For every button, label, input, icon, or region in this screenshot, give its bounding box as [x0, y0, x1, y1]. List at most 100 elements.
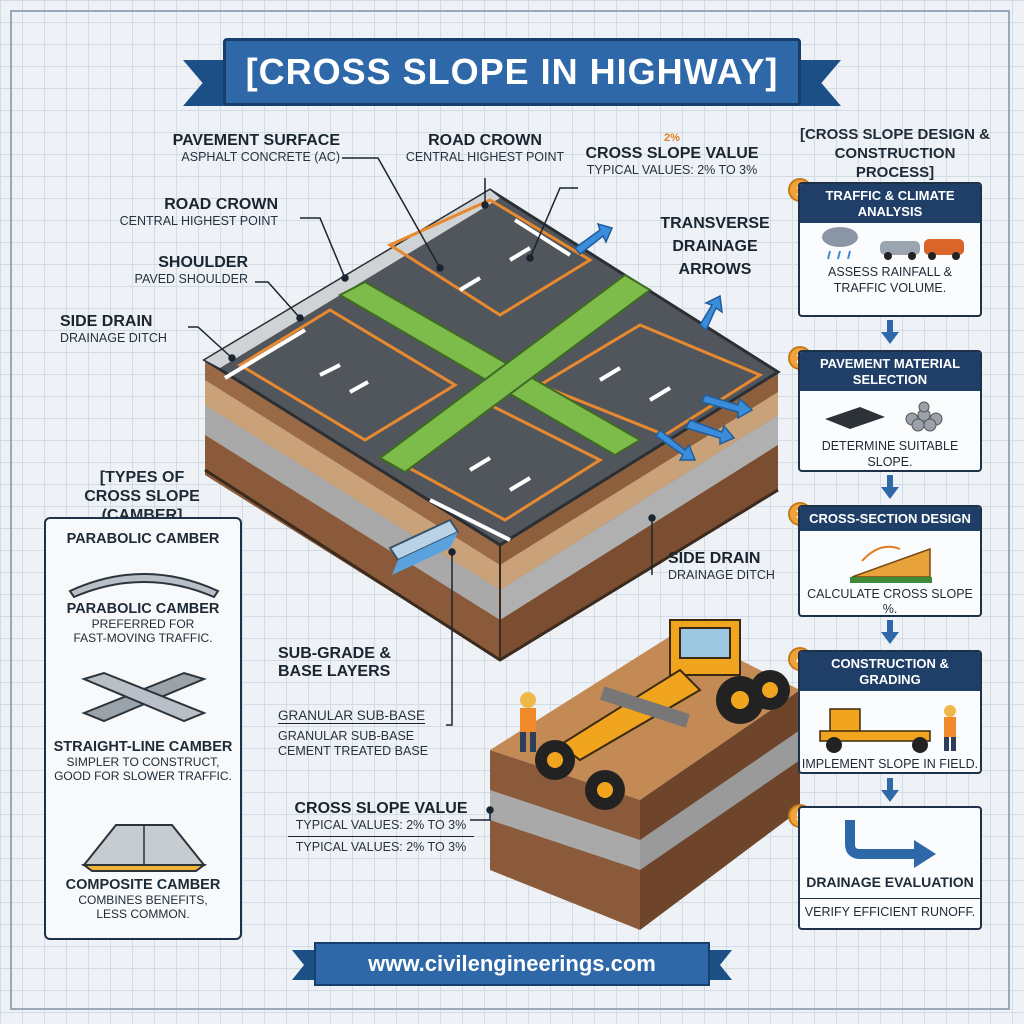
callout-heading: SIDE DRAIN: [60, 313, 153, 330]
slope-badge: 2%: [664, 132, 680, 144]
step-text: ASSESS RAINFALL &: [828, 265, 952, 280]
side-drain-pipe: [388, 518, 460, 575]
camber-sub: GOOD FOR SLOWER TRAFFIC.: [54, 769, 232, 784]
callout-sub: PAVED SHOULDER: [134, 272, 248, 287]
parabolic-camber-icon: [68, 573, 220, 599]
down-arrow-icon: [881, 620, 899, 644]
callout-pavement-surface: PAVEMENT SURFACE ASPHALT CONCRETE (AC): [150, 132, 340, 165]
straight-line-camber-icon: [81, 671, 207, 723]
process-step-2: PAVEMENT MATERIAL SELECTION DETERMINE SU…: [798, 350, 982, 472]
layer-item: GRANULAR SUB-BASE: [278, 707, 426, 725]
down-arrow-icon: [881, 475, 899, 499]
step-header: PAVEMENT MATERIAL SELECTION: [800, 352, 980, 392]
step-text: CALCULATE CROSS SLOPE %.: [807, 586, 973, 617]
callout-sub: CENTRAL HIGHEST POINT: [119, 214, 278, 229]
step-body: VERIFY EFFICIENT RUNOFF.: [800, 897, 980, 921]
title-banner: [CROSS SLOPE IN HIGHWAY]: [183, 32, 841, 114]
callout-side-drain-right: SIDE DRAIN DRAINAGE DITCH: [668, 550, 808, 583]
callout-heading: PAVEMENT SURFACE: [172, 132, 340, 149]
callout-line: DRAINAGE: [672, 238, 758, 256]
camber-sub: FAST-MOVING TRAFFIC.: [73, 631, 213, 646]
camber-sub: PREFERRED FOR: [91, 617, 195, 631]
page-title: [CROSS SLOPE IN HIGHWAY]: [223, 38, 801, 106]
process-step-1: TRAFFIC & CLIMATE ANALYSIS ASSESS RAINFA…: [798, 182, 982, 317]
asphalt-and-gravel-icon: [825, 401, 943, 432]
process-title-line: [CROSS SLOPE DESIGN &: [799, 126, 991, 143]
callout-cross-slope-top: 2% CROSS SLOPE VALUE TYPICAL VALUES: 2% …: [582, 132, 762, 177]
callout-heading: CROSS SLOPE VALUE: [585, 144, 759, 162]
runoff-arrow-icon: [845, 820, 936, 868]
callout-sub: DRAINAGE DITCH: [60, 331, 167, 346]
callout-transverse-drainage: TRANSVERSE DRAINAGE ARROWS: [650, 212, 780, 282]
step-body: DETERMINE SUITABLE SLOPE.: [800, 439, 980, 470]
process-title-line: CONSTRUCTION PROCESS]: [834, 144, 956, 181]
cross-section-slope-icon: [850, 545, 932, 583]
callout-heading: BASE LAYERS: [278, 663, 391, 681]
process-title: [CROSS SLOPE DESIGN & CONSTRUCTION PROCE…: [795, 126, 995, 182]
callout-line: ARROWS: [678, 261, 752, 279]
camber-item-parabolic: PARABOLIC CAMBER PREFERRED FOR FAST-MOVI…: [46, 601, 240, 646]
callout-heading: CROSS SLOPE VALUE: [294, 800, 468, 817]
callout-side-drain-left: SIDE DRAIN DRAINAGE DITCH: [60, 313, 230, 346]
callout-line: TRANSVERSE: [660, 215, 770, 232]
camber-item-parabolic-top: PARABOLIC CAMBER: [46, 531, 240, 547]
step-heading: TRAFFIC & CLIMATE: [825, 188, 955, 203]
step-header: TRAFFIC & CLIMATE ANALYSIS: [800, 184, 980, 224]
callout-cross-slope-bottom: CROSS SLOPE VALUE TYPICAL VALUES: 2% TO …: [288, 800, 474, 854]
down-arrow-icon: [881, 778, 899, 802]
camber-item-composite: COMPOSITE CAMBER COMBINES BENEFITS, LESS…: [46, 877, 240, 922]
step-heading: CONSTRUCTION & GRADING: [831, 656, 949, 687]
grader-and-worker-icon: [819, 705, 956, 754]
step-heading: DRAINAGE EVALUATION: [806, 874, 974, 890]
callout-heading: ROAD CROWN: [164, 196, 278, 213]
callout-heading: SIDE DRAIN: [668, 550, 761, 567]
callout-heading: SUB-GRADE &: [278, 645, 391, 662]
step-text: TRAFFIC VOLUME.: [833, 280, 947, 295]
step-body: IMPLEMENT SLOPE IN FIELD.: [800, 757, 980, 772]
callout-sub: DRAINAGE DITCH: [668, 568, 775, 583]
callout-heading: ROAD CROWN: [428, 132, 542, 149]
callout-sub: TYPICAL VALUES: 2% TO 3%: [288, 818, 474, 837]
camber-sub: LESS COMMON.: [96, 907, 190, 922]
callout-sub: TYPICAL VALUES: 2% TO 3%: [295, 839, 467, 854]
layer-item: GRANULAR SUB-BASE: [278, 729, 415, 744]
step-text: IMPLEMENT SLOPE IN FIELD.: [801, 757, 979, 772]
process-step-5: DRAINAGE EVALUATION VERIFY EFFICIENT RUN…: [798, 806, 982, 930]
types-title: [TYPES OF CROSS SLOPE (CAMBER]: [42, 468, 242, 526]
leader-lines: [188, 157, 656, 821]
camber-heading: COMPOSITE CAMBER: [65, 877, 221, 893]
page-frame: [10, 10, 1010, 1010]
camber-sub: COMBINES BENEFITS,: [78, 893, 208, 907]
camber-sub: SIMPLER TO CONSTRUCT,: [66, 755, 220, 769]
step-heading: CROSS-SECTION DESIGN: [809, 511, 971, 526]
callout-heading: SHOULDER: [158, 254, 248, 271]
layer-item: CEMENT TREATED BASE: [278, 743, 429, 758]
step-text: DETERMINE SUITABLE SLOPE.: [821, 439, 959, 469]
callout-subgrade-layers: SUB-GRADE & BASE LAYERS GRANULAR SUB-BAS…: [278, 645, 448, 758]
process-step-4: CONSTRUCTION & GRADING IMPLEMENT SLOPE I…: [798, 650, 982, 774]
step-body: CALCULATE CROSS SLOPE %.: [800, 586, 980, 617]
callout-road-crown-top: ROAD CROWN CENTRAL HIGHEST POINT: [395, 132, 575, 165]
grading-site-illustration: [490, 619, 800, 930]
step-header: CONSTRUCTION & GRADING: [800, 652, 980, 692]
footer-url[interactable]: www.civilengineerings.com: [314, 942, 710, 986]
types-title-line: [TYPES OF: [99, 469, 185, 486]
step-heading: PAVEMENT MATERIAL: [819, 356, 961, 371]
callout-shoulder: SHOULDER PAVED SHOULDER: [80, 254, 248, 287]
step-body: ASSESS RAINFALL & TRAFFIC VOLUME.: [800, 265, 980, 296]
down-arrow-icon: [881, 320, 899, 344]
step-heading: SELECTION: [852, 371, 928, 387]
callout-sub: ASPHALT CONCRETE (AC): [181, 150, 340, 165]
step-header: CROSS-SECTION DESIGN: [800, 507, 980, 531]
rain-and-cars-icon: [822, 227, 964, 261]
process-step-3: CROSS-SECTION DESIGN CALCULATE CROSS SLO…: [798, 505, 982, 617]
composite-camber-icon: [81, 824, 207, 872]
callout-sub: TYPICAL VALUES: 2% TO 3%: [586, 163, 758, 178]
drainage-arrows: [573, 222, 754, 461]
footer-banner: www.civilengineerings.com: [292, 938, 732, 990]
camber-heading: PARABOLIC CAMBER: [66, 601, 220, 617]
camber-heading: STRAIGHT-LINE CAMBER: [53, 739, 233, 755]
camber-heading: PARABOLIC CAMBER: [66, 531, 220, 547]
step-text: VERIFY EFFICIENT RUNOFF.: [804, 904, 976, 919]
